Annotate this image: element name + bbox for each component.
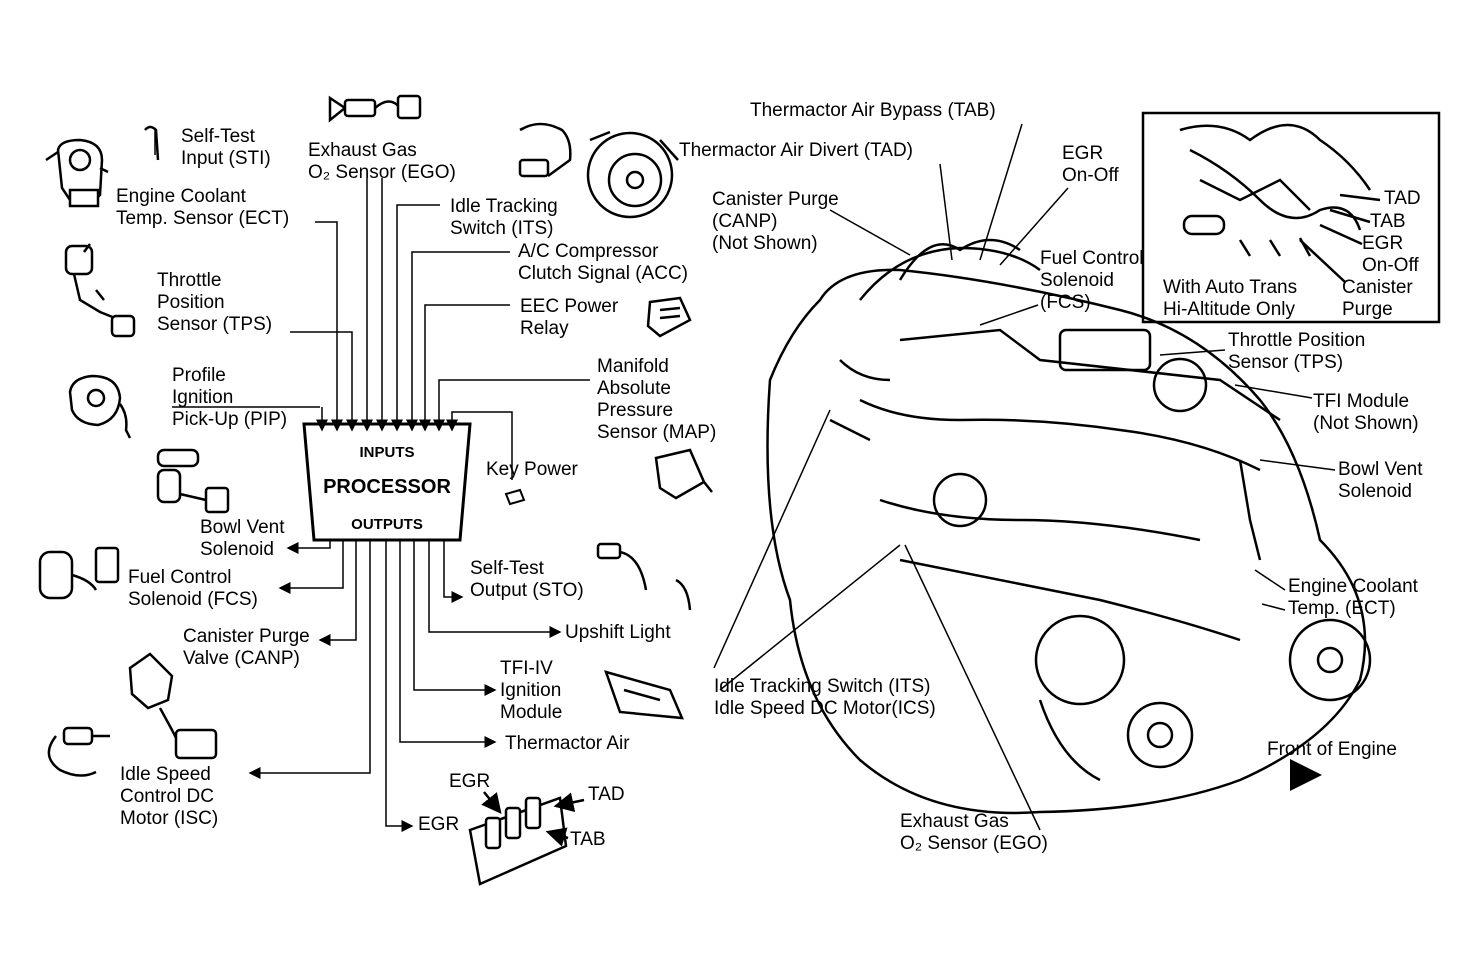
processor-title: PROCESSOR bbox=[323, 476, 451, 498]
label-canister-purge: Canister Purge(CANP)(Not Shown) bbox=[712, 189, 839, 254]
label-tfi-module: TFI Module(Not Shown) bbox=[1313, 391, 1419, 434]
processor-inputs-label: INPUTS bbox=[359, 444, 415, 461]
label-engine-idle-tracking: Idle Tracking Switch (ITS)Idle Speed DC … bbox=[714, 676, 936, 719]
ac-compressor-sketch bbox=[518, 122, 679, 219]
label-thermactor-air-bypass: Thermactor Air Bypass (TAB) bbox=[750, 100, 996, 121]
inset-box bbox=[1141, 111, 1441, 324]
inset-label-tab: TAB bbox=[1370, 211, 1406, 232]
tps-sketch bbox=[64, 243, 136, 338]
map-sensor-sketch bbox=[654, 448, 713, 500]
input-lines bbox=[154, 130, 590, 480]
output-lines bbox=[248, 540, 562, 832]
label-key-power: Key Power bbox=[486, 459, 578, 480]
label-tad: TAD bbox=[588, 784, 625, 805]
engine-drawing bbox=[766, 238, 1372, 815]
ect-sensor-sketch bbox=[45, 138, 109, 208]
label-upshift-light: Upshift Light bbox=[565, 622, 671, 643]
processor: INPUTS PROCESSOR OUTPUTS bbox=[304, 420, 470, 540]
label-thermactor-air: Thermactor Air bbox=[505, 733, 630, 754]
vacuum-solenoid-pack-sketch bbox=[468, 791, 585, 886]
engine-callout-lines bbox=[713, 123, 1336, 831]
pip-sketch bbox=[68, 374, 132, 439]
inset-label-tad: TAD bbox=[1384, 188, 1421, 209]
label-front-of-engine: Front of Engine bbox=[1267, 739, 1397, 760]
processor-outputs-label: OUTPUTS bbox=[351, 516, 423, 533]
canp-sketch bbox=[128, 652, 218, 760]
ego-sensor-sketch bbox=[328, 94, 422, 123]
bowl-vent-sketch bbox=[156, 448, 230, 514]
tfi-module-sketch bbox=[604, 670, 684, 720]
key-power-sketch bbox=[504, 488, 526, 506]
sto-sketch bbox=[596, 542, 692, 611]
label-tab: TAB bbox=[570, 829, 606, 850]
isc-sketch bbox=[47, 726, 110, 777]
label-thermactor-air-divert: Thermactor Air Divert (TAD) bbox=[679, 140, 914, 161]
sti-connector-sketch bbox=[144, 125, 160, 161]
label-egr-top: EGR bbox=[449, 771, 491, 792]
label-egr-bottom: EGR bbox=[418, 814, 460, 835]
fcs-sketch bbox=[38, 546, 120, 600]
eec-relay-sketch bbox=[646, 296, 692, 338]
